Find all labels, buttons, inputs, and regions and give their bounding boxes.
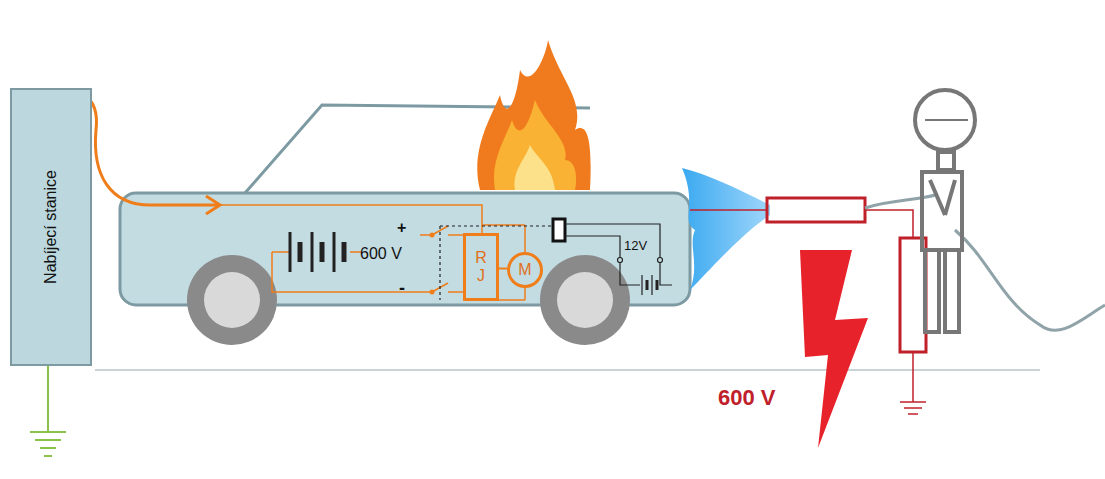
arrow-head [206,196,220,214]
wire [499,268,507,270]
ground-line [95,369,1040,371]
voltage-label: 12V [624,238,647,253]
control-unit [553,219,565,241]
node-text: R [475,249,487,267]
polarity-sign: + [397,219,406,237]
nozzle-resistance [767,198,865,222]
hv-wiring [220,205,525,300]
voltage-label: 600 V [718,385,776,411]
battery-symbol [290,232,344,272]
node-text: J [477,267,485,285]
earth-symbol [30,366,66,456]
node-text: Nabíjecí stanice [42,170,60,284]
wheel [187,255,630,345]
motor-circle: M [507,252,543,288]
flame [477,40,590,190]
firefighter [915,90,975,332]
hose [865,195,1105,330]
body-resistance [900,238,926,352]
relay-box: RJ [463,233,499,301]
voltage-label: 600 V [360,245,402,263]
lv-circuit [565,224,672,295]
polarity-sign: - [399,278,405,299]
charging-station: Nabíjecí stanice [10,88,92,366]
node-text: M [518,261,531,279]
lightning [800,250,868,448]
water-spray [682,168,770,290]
